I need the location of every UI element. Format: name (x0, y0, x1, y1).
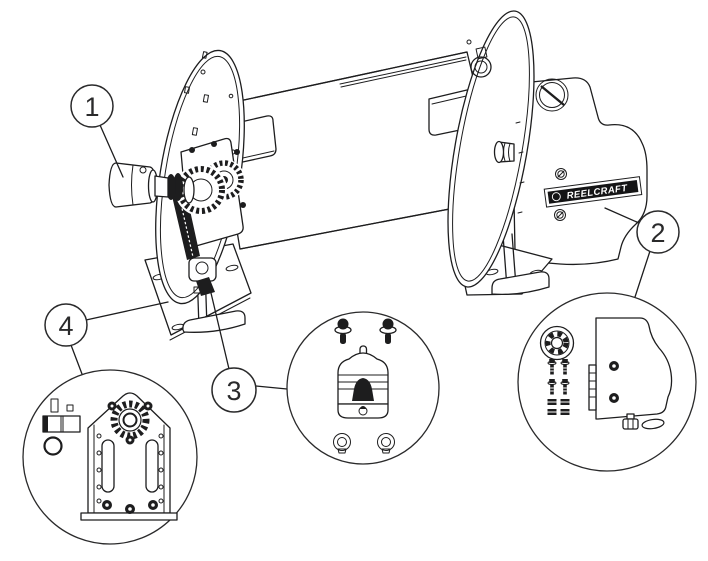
hose-reel-drawing: REELCRAFT (108, 10, 648, 341)
bearing (539, 325, 575, 361)
inlet-swivel-fitting (493, 140, 515, 164)
gear-assembly (108, 137, 246, 296)
callout-1-number: 1 (84, 92, 99, 122)
brand-logo-mark (551, 192, 561, 202)
leader-line-4b (70, 344, 83, 375)
leader-line-3b (255, 385, 288, 390)
o-ring (641, 418, 665, 430)
no-crank-decal-icon (535, 78, 569, 112)
spacer-ring (43, 436, 63, 456)
leader-line-1 (99, 124, 124, 178)
motor-end-cover (588, 317, 673, 430)
crank-knob (108, 162, 183, 208)
hose-clamp-on-base (188, 257, 217, 296)
clamp-bolt-right (379, 318, 397, 344)
drive-sprocket (110, 400, 150, 440)
clamp-bolt-left (334, 318, 352, 344)
detail-view-mounting-plate (22, 369, 198, 545)
right-disc (447, 10, 535, 288)
mounting-plate-base (80, 512, 178, 521)
callouts: 1 2 3 4 (44, 84, 680, 413)
callout-2: 2 (604, 207, 680, 298)
leader-line-3a (210, 292, 230, 370)
callout-3: 3 (210, 292, 288, 413)
callout-4-number: 4 (58, 311, 73, 341)
hose-ring (466, 39, 492, 78)
brand-nameplate: REELCRAFT (543, 176, 643, 208)
cover-bolts (547, 359, 570, 395)
right-pedestal (491, 233, 550, 295)
plate-hardware (42, 398, 81, 456)
cover-fitting (622, 413, 665, 430)
housing-screw-bottom (554, 209, 566, 221)
housing-screw-top (555, 168, 567, 180)
callout-1: 1 (70, 84, 124, 178)
drive-chain (172, 192, 200, 260)
motor-housing: REELCRAFT (511, 77, 648, 266)
clamp-nut-right (377, 433, 395, 454)
leader-line-4a (85, 301, 169, 321)
detail-view-motor-cover-kit (517, 292, 697, 472)
leader-line-2a (604, 207, 640, 224)
callout-3-number: 3 (226, 376, 241, 406)
callout-2-number: 2 (650, 218, 665, 248)
callout-4: 4 (44, 301, 169, 375)
clamp-nut-left (333, 433, 351, 454)
detail-view-clamp-kit (286, 311, 440, 465)
plate-holes (96, 433, 164, 504)
leader-line-2b (634, 250, 651, 298)
cover-nuts (547, 399, 570, 415)
clamp-body (337, 345, 389, 419)
